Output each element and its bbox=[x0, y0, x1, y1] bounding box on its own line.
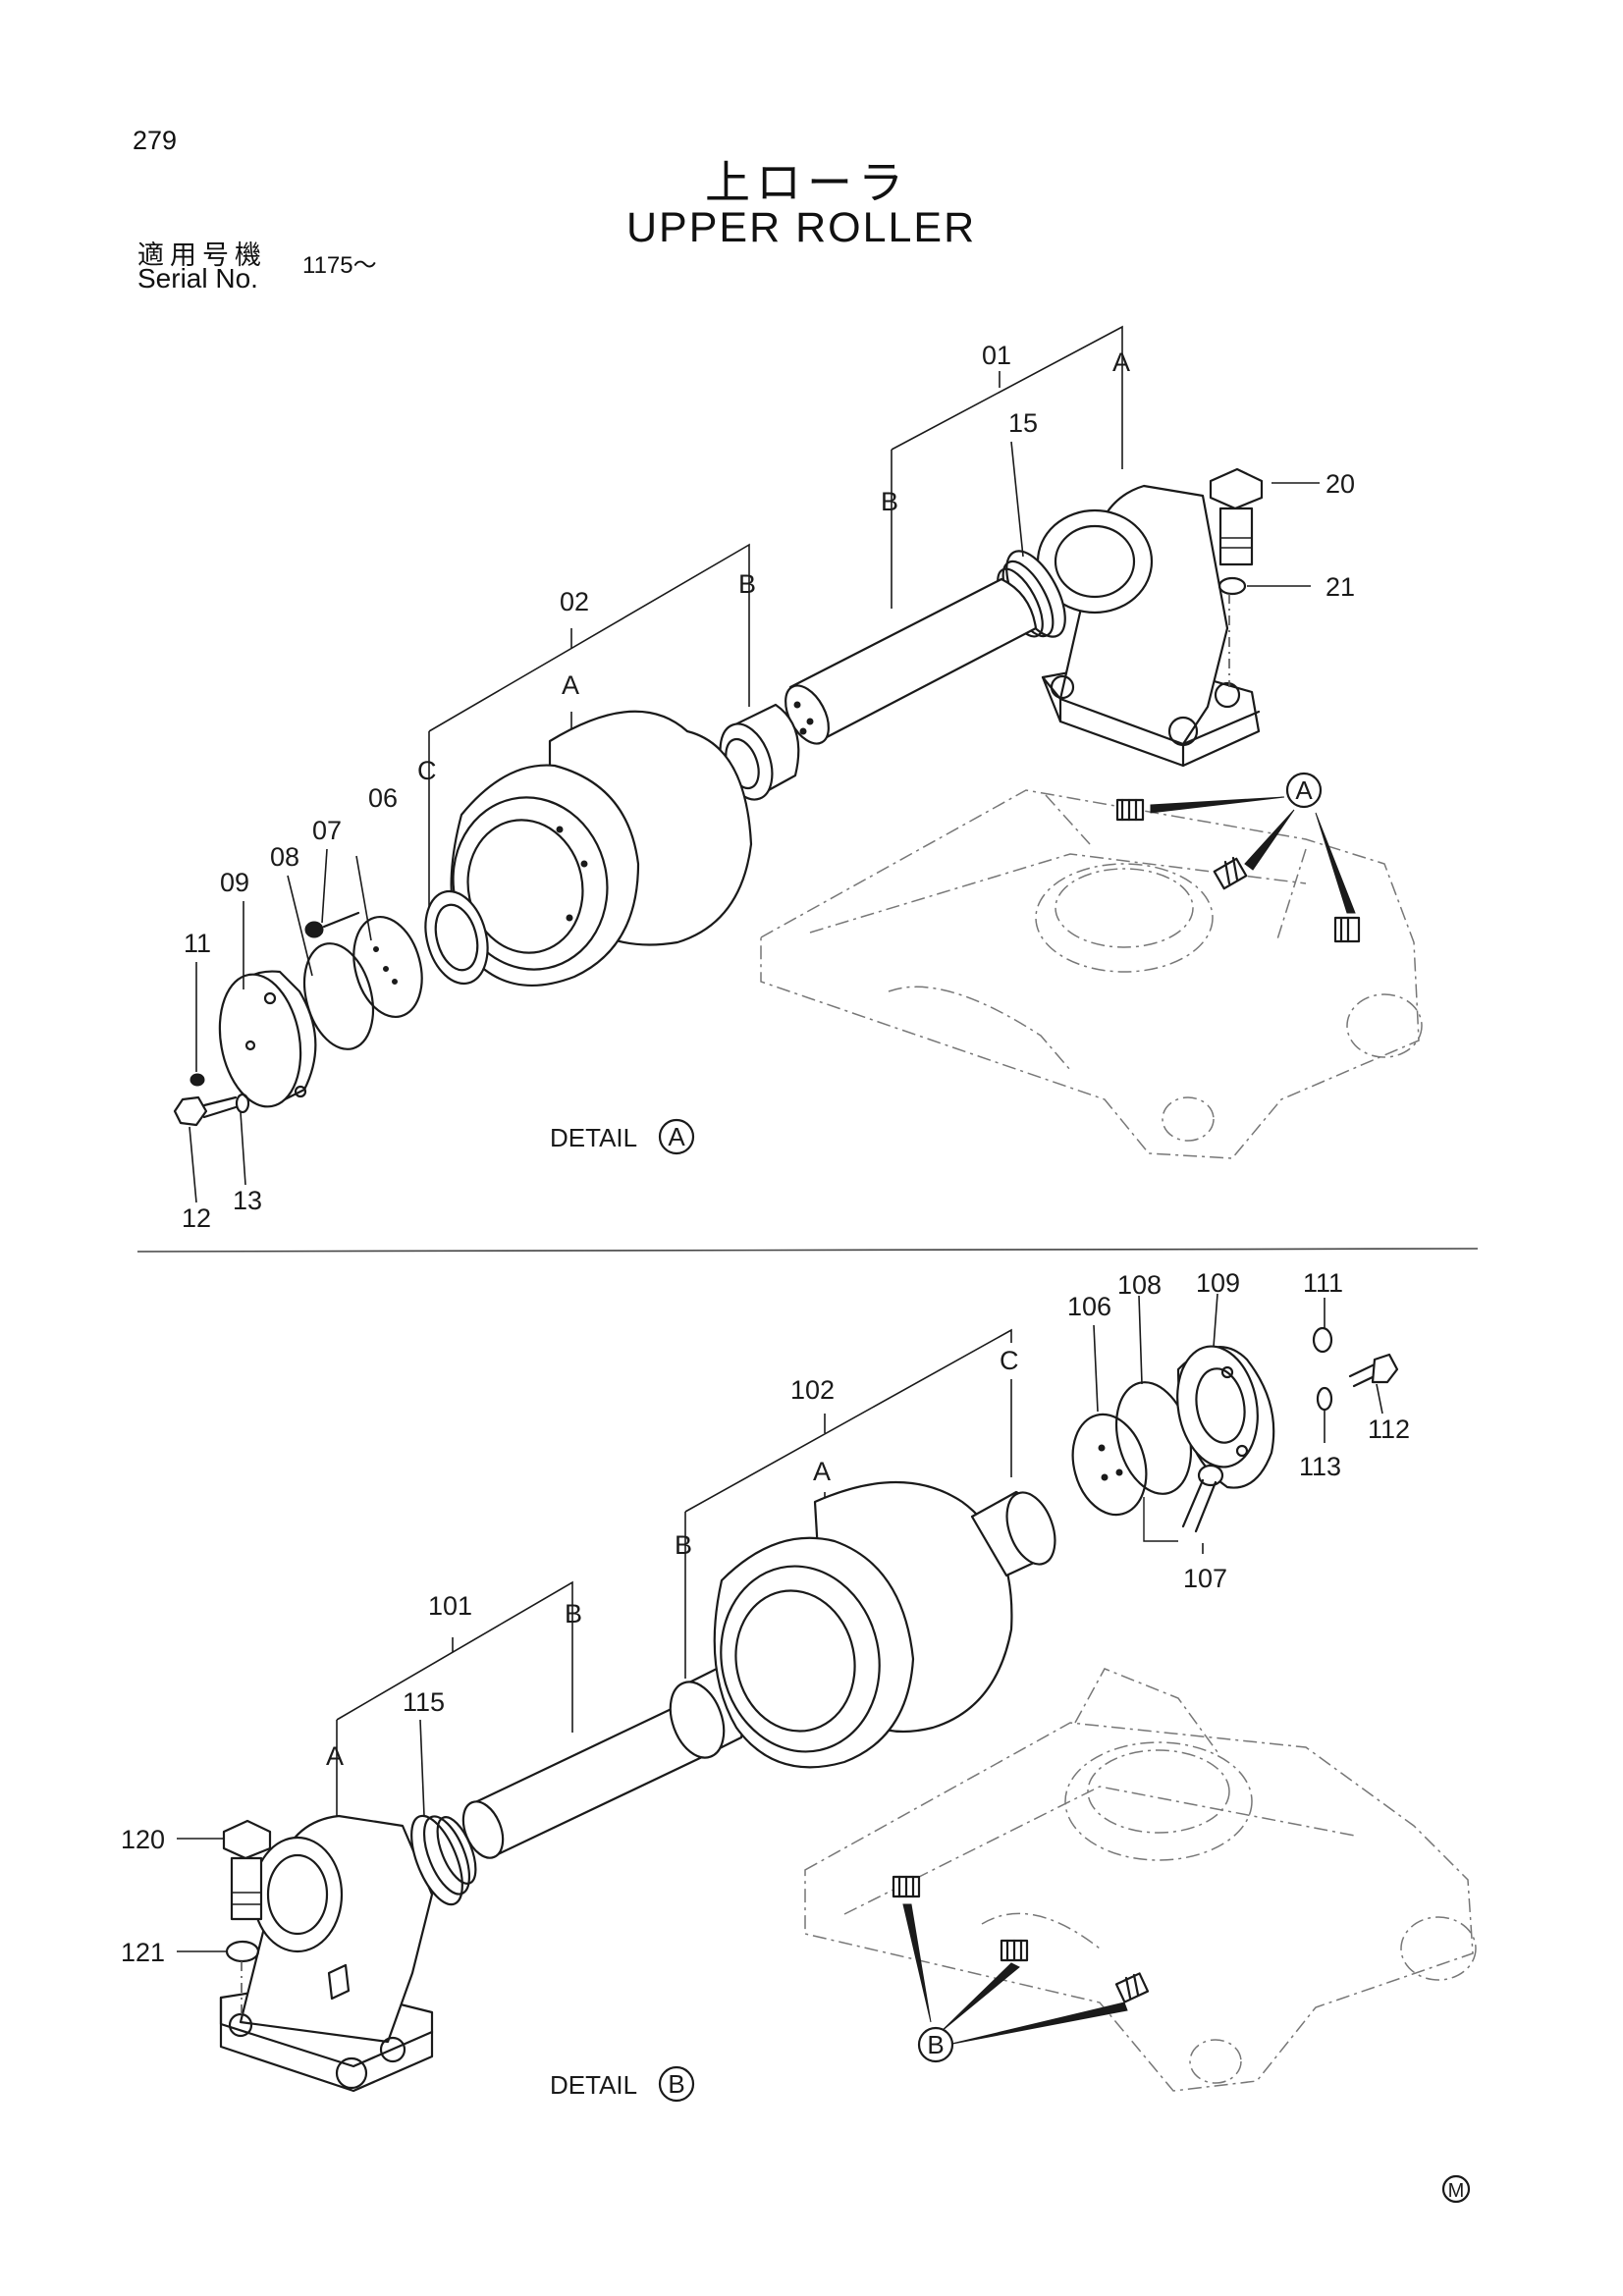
plug-11 bbox=[189, 1073, 205, 1087]
roller-body bbox=[450, 710, 753, 987]
callout-108: 108 bbox=[1117, 1270, 1162, 1300]
callout-07: 07 bbox=[312, 816, 342, 845]
callout-09: 09 bbox=[220, 868, 249, 897]
frame-marker-b bbox=[917, 2026, 954, 2063]
serial-label-english: Serial No. bbox=[137, 263, 258, 294]
detail-a-assembly: A 01 A 15 B 20 21 02 B A C 06 07 08 09 1… bbox=[173, 325, 1423, 1233]
frame-marker-a bbox=[1285, 772, 1323, 809]
roller-shaft bbox=[784, 577, 1038, 745]
plug-111 bbox=[1312, 1326, 1333, 1354]
detail-b-assembly: B 102 C A B 106 108 109 111 112 113 107 … bbox=[121, 1268, 1477, 2103]
bolt-107 bbox=[1181, 1464, 1224, 1533]
callout-109: 109 bbox=[1196, 1268, 1240, 1298]
washer-113 bbox=[1316, 1386, 1333, 1412]
callout-121: 121 bbox=[121, 1938, 165, 1967]
detail-a-circle bbox=[658, 1118, 695, 1155]
serial-label-japanese: 適用号機 bbox=[137, 240, 267, 271]
callout-c-02: C bbox=[417, 756, 437, 785]
callout-101: 101 bbox=[428, 1591, 472, 1621]
bolt-112 bbox=[1348, 1353, 1399, 1388]
roller-bracket bbox=[1036, 484, 1261, 768]
callout-111: 111 bbox=[1303, 1268, 1343, 1298]
track-frame-a bbox=[760, 789, 1423, 1159]
bolt-12 bbox=[173, 1095, 238, 1127]
detail-a-label: DETAIL bbox=[550, 1123, 637, 1152]
detail-b-circle bbox=[658, 2065, 695, 2103]
bolt-120 bbox=[222, 1819, 272, 1921]
callout-a-101: A bbox=[326, 1741, 344, 1771]
track-frame-b bbox=[804, 1668, 1477, 2092]
callout-a-02: A bbox=[562, 670, 579, 700]
corner-mark: M bbox=[1448, 2180, 1465, 2202]
callout-b-02: B bbox=[738, 569, 756, 599]
callout-a-01: A bbox=[1112, 347, 1130, 377]
detail-a-marker: A bbox=[668, 1122, 685, 1151]
thrust-ring bbox=[424, 889, 489, 986]
cover-plate-06 bbox=[352, 915, 423, 1019]
grease-fitting-b3 bbox=[1114, 1972, 1150, 2003]
grease-fitting-a1 bbox=[1115, 798, 1145, 822]
seal-ring-115 bbox=[410, 1814, 477, 1906]
detail-b-label: DETAIL bbox=[550, 2070, 637, 2100]
section-divider bbox=[136, 1248, 1479, 1253]
frame-marker-b-letter: B bbox=[927, 2030, 944, 2059]
corner-mark-circle bbox=[1441, 2174, 1471, 2204]
callout-01: 01 bbox=[982, 341, 1011, 370]
callout-20: 20 bbox=[1325, 469, 1355, 499]
callout-21: 21 bbox=[1325, 572, 1355, 602]
callout-08: 08 bbox=[270, 842, 299, 872]
roller-body-b bbox=[713, 1481, 1013, 1769]
detail-b-marker: B bbox=[668, 2069, 684, 2099]
serial-value: 1175～ bbox=[302, 252, 377, 279]
callout-02: 02 bbox=[560, 587, 589, 616]
callout-113: 113 bbox=[1299, 1452, 1341, 1481]
callout-112: 112 bbox=[1368, 1415, 1410, 1444]
callout-107: 107 bbox=[1183, 1564, 1227, 1593]
page-number: 279 bbox=[133, 126, 178, 155]
callout-115: 115 bbox=[403, 1687, 445, 1717]
callout-06: 06 bbox=[368, 783, 398, 813]
callout-15: 15 bbox=[1008, 408, 1038, 438]
callout-11: 11 bbox=[184, 929, 211, 958]
grease-fitting-b1 bbox=[892, 1875, 921, 1898]
frame-marker-a-letter: A bbox=[1295, 775, 1313, 805]
bolt-07 bbox=[304, 911, 360, 938]
callout-b-01: B bbox=[881, 487, 898, 516]
callout-c-102: C bbox=[1000, 1346, 1019, 1375]
callout-12: 12 bbox=[182, 1203, 211, 1233]
end-cap-09 bbox=[218, 970, 317, 1108]
bolt-20 bbox=[1209, 467, 1264, 566]
washer-121 bbox=[225, 1940, 260, 1963]
end-cap-109 bbox=[1176, 1345, 1275, 1489]
grease-fitting-a2 bbox=[1213, 856, 1248, 890]
callout-102: 102 bbox=[790, 1375, 835, 1405]
grease-fitting-b2 bbox=[1000, 1939, 1029, 1962]
washer-21 bbox=[1217, 576, 1247, 596]
callout-b-102: B bbox=[675, 1530, 692, 1560]
callout-b-101: B bbox=[565, 1599, 582, 1629]
roller-collar-c bbox=[970, 1490, 1056, 1577]
title-japanese: 上ローラ bbox=[705, 156, 909, 209]
washer-13 bbox=[235, 1093, 250, 1114]
grease-fitting-a3 bbox=[1333, 916, 1361, 943]
callout-106: 106 bbox=[1067, 1292, 1111, 1321]
roller-bracket-b bbox=[219, 1814, 434, 2093]
callout-120: 120 bbox=[121, 1825, 165, 1854]
roller-shaft-b bbox=[461, 1704, 704, 1859]
title-english: UPPER ROLLER bbox=[626, 204, 977, 251]
cover-plate-106 bbox=[1071, 1413, 1148, 1517]
callout-a-102: A bbox=[813, 1457, 831, 1486]
callout-13: 13 bbox=[233, 1186, 262, 1215]
